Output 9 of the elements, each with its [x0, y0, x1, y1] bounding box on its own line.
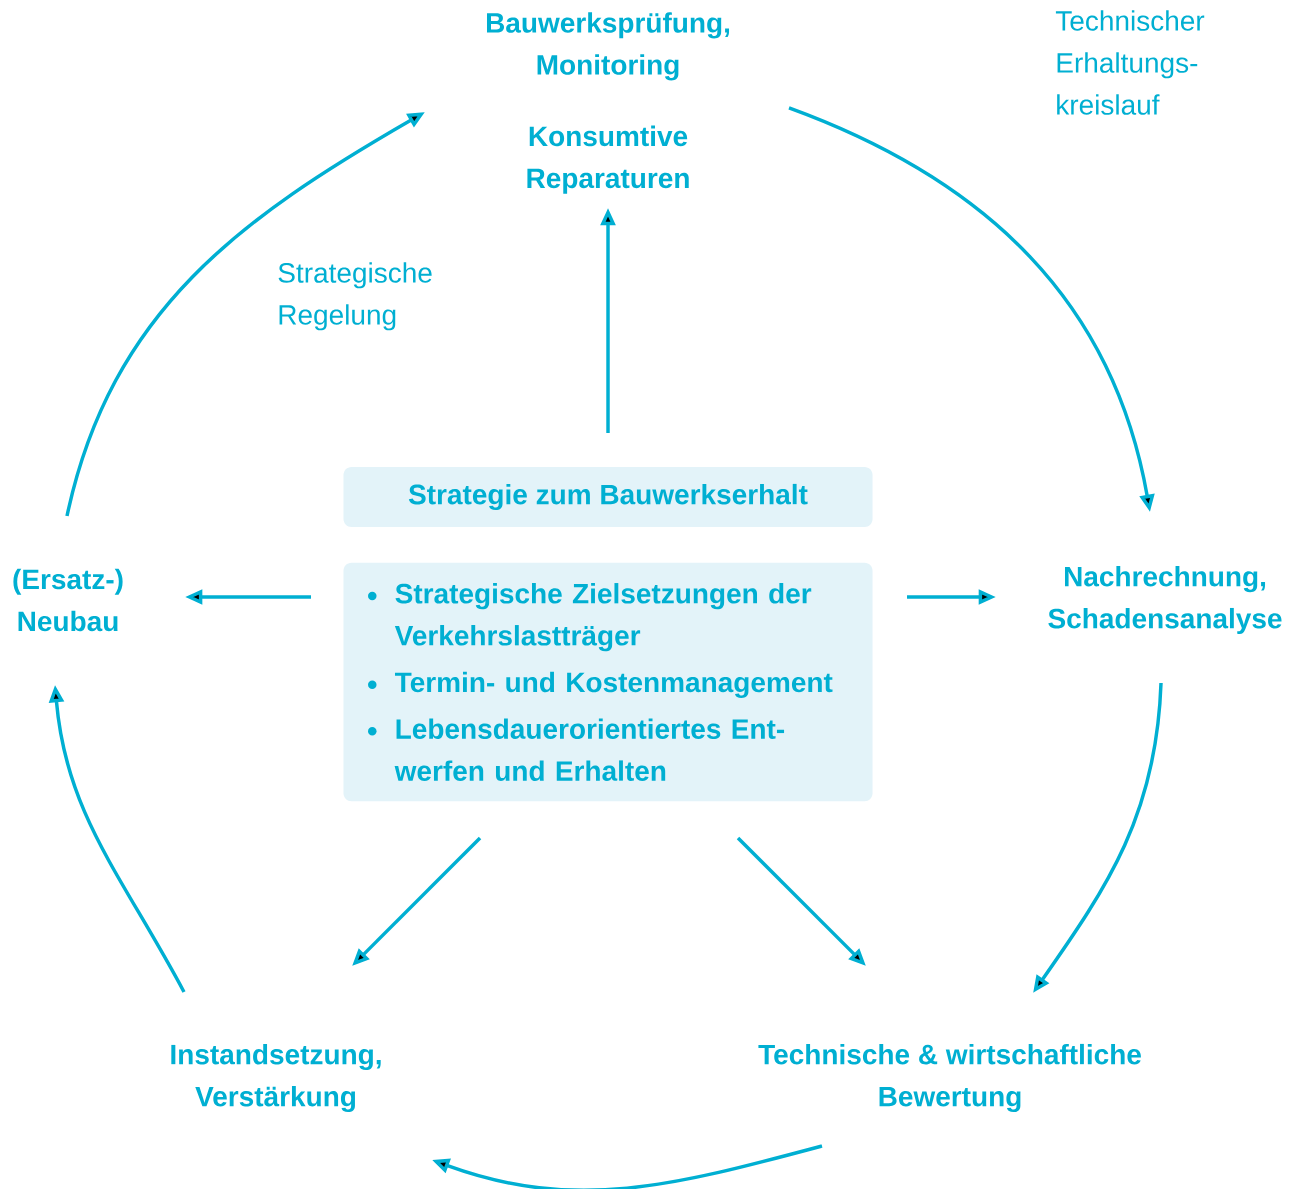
step-label: Nachrechnung, Schadensanalyse — [1048, 565, 1282, 635]
header-box: Strategie zum Bauwerkserhalt — [343, 467, 873, 527]
step-label: Technische & wirtschaftliche Bewertung — [758, 1043, 1141, 1113]
annotation-text: Strategische Regelung — [278, 262, 432, 331]
bullet-list-box: Strategische Zielsetzungen der Verkehrslastträger Termin- und Kostenmanagement Lebensdauerorientiertes Ent- werfen und Erhalten — [343, 562, 873, 802]
step-label: (Ersatz-) Neubau — [13, 568, 123, 632]
annotation-text: Technischer Erhaltungs- kreislauf — [1055, 10, 1205, 115]
step-label: Instandsetzung, Verstärkung — [171, 1043, 381, 1113]
step-label: Bauwerksprüfung, Monitoring Konsumtive Reparaturen — [487, 12, 730, 194]
